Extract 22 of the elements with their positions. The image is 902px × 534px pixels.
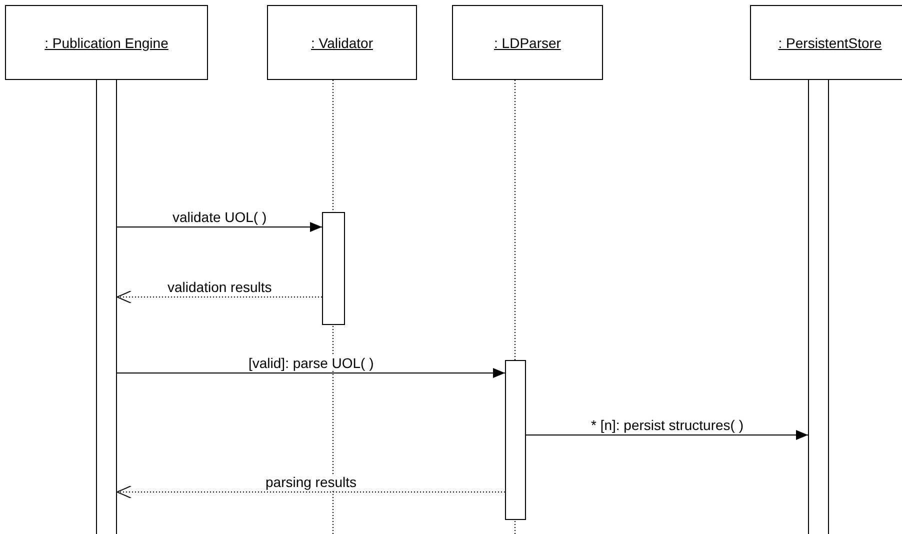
object-name: : LDParser [494,34,561,50]
activation-bar [808,79,829,534]
object-box [5,5,208,80]
message-arrow [526,430,808,440]
activation-bar [96,79,117,534]
activation-bar [505,360,526,520]
message-label: parsing results [264,474,358,490]
message-label: [valid]: parse UOL( ) [248,355,375,371]
return-arrow [116,290,322,304]
object-box [750,5,902,80]
message-label: * [n]: persist structures( ) [590,417,744,433]
message-arrow [116,222,322,232]
return-arrow [116,486,506,498]
activation-bar [322,212,345,325]
message-label: validation results [166,279,273,295]
object-name: : Validator [311,34,373,50]
object-name: : PersistentStore [778,34,882,50]
object-name: : Publication Engine [44,34,168,50]
message-arrow [116,368,506,378]
object-box [267,5,417,80]
object-box [452,5,603,80]
message-label: validate UOL( ) [172,209,268,225]
